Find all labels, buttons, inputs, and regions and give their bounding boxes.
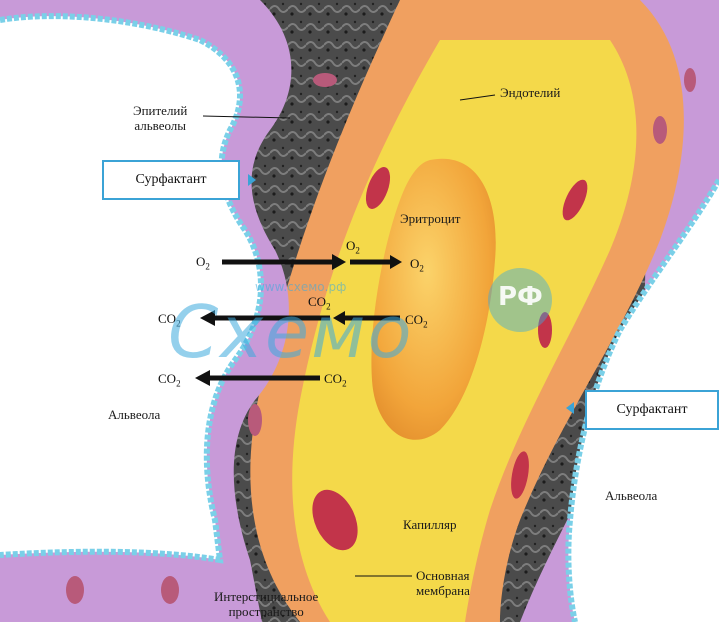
- label-line: альвеолы: [133, 119, 187, 134]
- epithelial-nucleus: [66, 576, 84, 604]
- gas-subscript: 2: [342, 379, 347, 389]
- gas-subscript: 2: [176, 379, 181, 389]
- label-line: Основная: [416, 569, 470, 584]
- label-endothelium: Эндотелий: [500, 86, 560, 101]
- label-line: Интерстициальное: [214, 590, 318, 605]
- label-alveolus-left: Альвеола: [108, 408, 160, 423]
- surfactant-box-left: Сурфактант: [102, 160, 240, 200]
- epithelial-nucleus: [313, 73, 337, 87]
- watermark-badge-text: РФ: [498, 282, 543, 312]
- watermark-logo: Схемо: [168, 290, 414, 374]
- gas-subscript: 2: [419, 264, 424, 274]
- bottom-epithelium: [0, 557, 240, 622]
- label-line: Эпителий: [133, 104, 187, 119]
- epithelial-nucleus: [653, 116, 667, 144]
- label-erythrocyte: Эритроцит: [400, 212, 460, 227]
- gas-symbol: O: [346, 238, 355, 253]
- label-line: пространство: [214, 605, 318, 620]
- label-capillary: Капилляр: [403, 518, 456, 533]
- gas-o2-alveolus: O2: [196, 254, 210, 272]
- gas-o2-erythrocyte: O2: [410, 256, 424, 274]
- surfactant-box-right: Сурфактант: [585, 390, 719, 430]
- gas-subscript: 2: [355, 246, 360, 256]
- epithelial-nucleus: [684, 68, 696, 92]
- gas-subscript: 2: [205, 262, 210, 272]
- epithelial-nucleus: [248, 404, 262, 436]
- label-alveolus-right: Альвеола: [605, 489, 657, 504]
- gas-subscript: 2: [423, 320, 428, 330]
- label-interstitial-space: Интерстициальное пространство: [214, 590, 318, 620]
- label-basement-membrane: Основная мембрана: [416, 569, 470, 599]
- gas-symbol: O: [196, 254, 205, 269]
- gas-o2-plasma: O2: [346, 238, 360, 256]
- label-line: мембрана: [416, 584, 470, 599]
- label-alveolar-epithelium: Эпителий альвеолы: [133, 104, 187, 134]
- epithelial-nucleus: [161, 576, 179, 604]
- gas-symbol: O: [410, 256, 419, 271]
